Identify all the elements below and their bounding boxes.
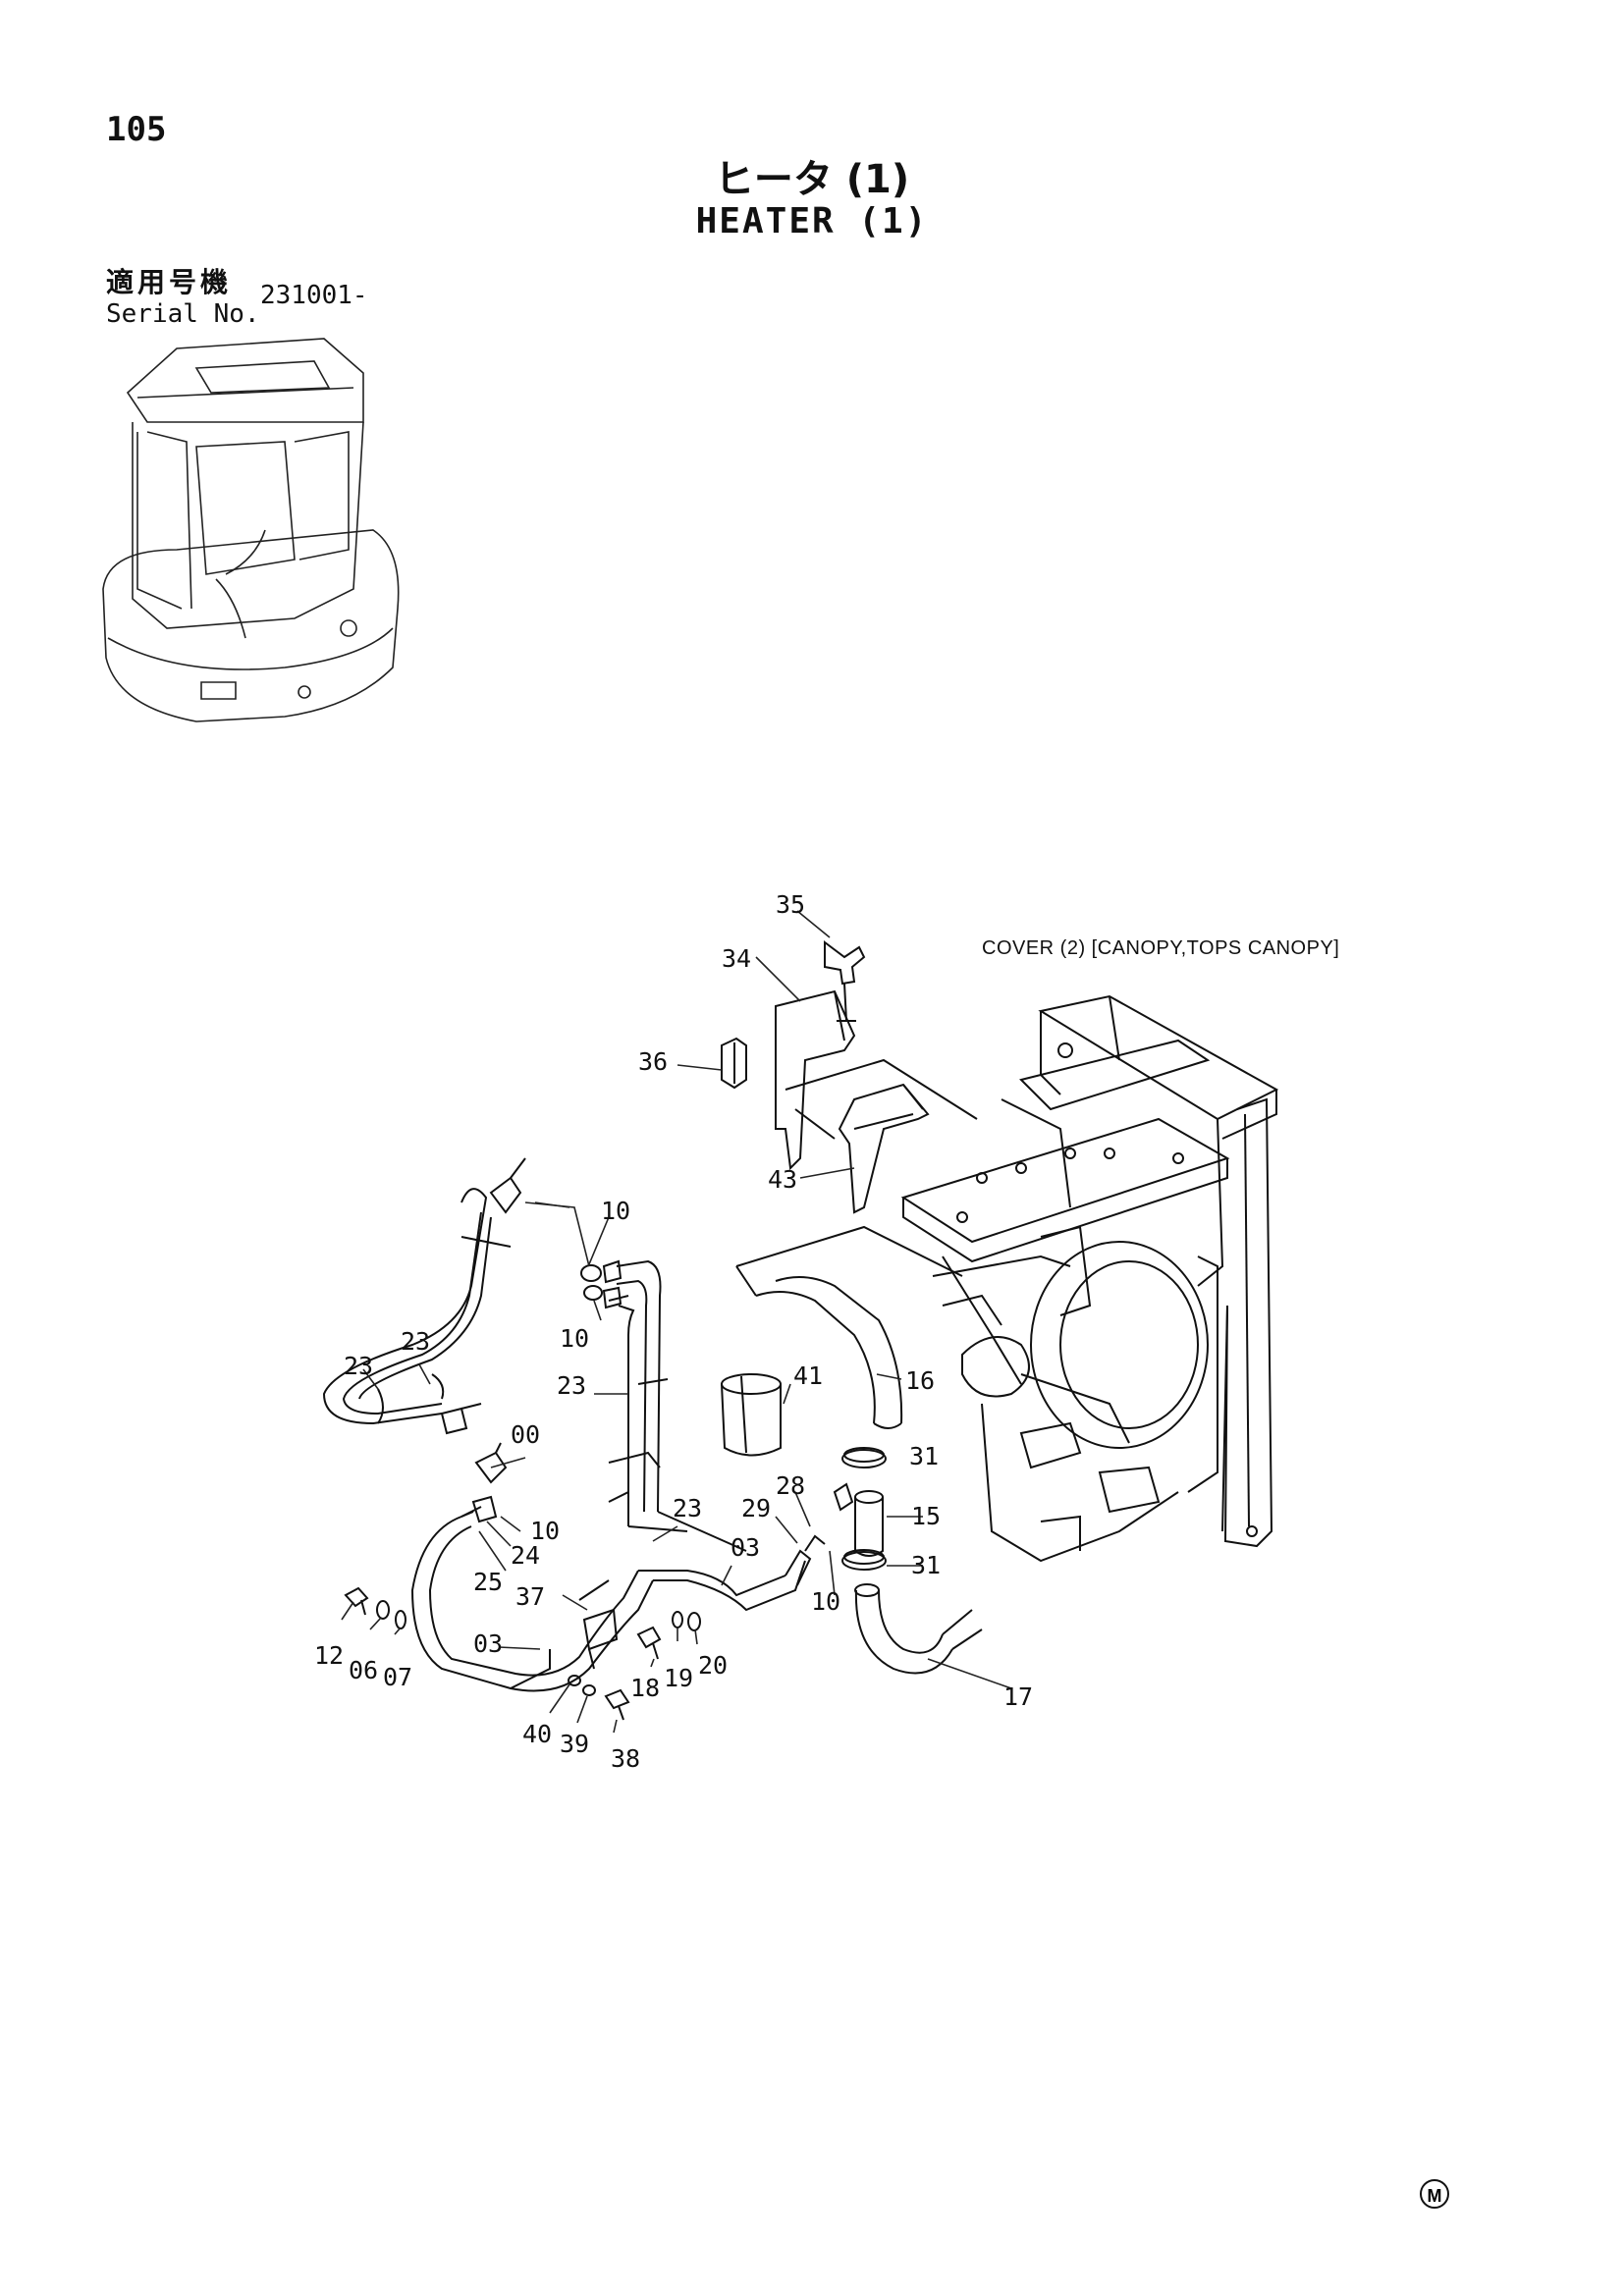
elbow-fitting-00 <box>474 1442 508 1484</box>
page-number: 105 <box>106 110 167 149</box>
part-17-hose <box>854 1583 983 1675</box>
part-43-bracket <box>838 1083 930 1214</box>
part-label: 38 <box>611 1744 640 1773</box>
part-label: 03 <box>731 1533 760 1562</box>
part-label: 41 <box>793 1362 823 1390</box>
part-label: 24 <box>511 1541 540 1570</box>
part-label: 16 <box>905 1366 935 1395</box>
cover-reference-note: COVER (2) [CANOPY,TOPS CANOPY] <box>982 937 1340 959</box>
part-31-clamp-upper <box>841 1447 887 1468</box>
part-41-sleeve <box>721 1373 782 1457</box>
heater-unit-frame <box>900 994 1279 1563</box>
page-title-english: HEATER (1) <box>695 201 929 241</box>
part-label: 37 <box>515 1582 545 1611</box>
part-label: 10 <box>560 1324 589 1353</box>
page-title-japanese: ヒータ (1) <box>714 157 910 202</box>
part-label: 25 <box>473 1568 503 1596</box>
part-37-bracket <box>582 1608 619 1670</box>
part-label: 00 <box>511 1420 540 1449</box>
part-label: 19 <box>664 1664 693 1692</box>
hose-lower-loop <box>410 1506 826 1692</box>
serial-number-value: 231001- <box>260 281 368 310</box>
part-label: 12 <box>314 1641 344 1670</box>
part-label: 23 <box>344 1352 373 1380</box>
part-label: 23 <box>673 1494 702 1522</box>
serial-label-english: Serial No. <box>106 299 260 329</box>
part-label: 31 <box>909 1442 939 1470</box>
hose-vertical-center <box>580 1259 747 1552</box>
serial-label-japanese: 適用号機 <box>106 266 233 298</box>
part-label: 10 <box>530 1517 560 1545</box>
part-label: 17 <box>1003 1682 1033 1711</box>
part-label: 35 <box>776 890 805 919</box>
part-10-fitting-right <box>833 1482 854 1512</box>
fasteners-bottom <box>568 1675 630 1721</box>
part-label: 36 <box>638 1047 668 1076</box>
part-label: 39 <box>560 1730 589 1758</box>
part-label: 03 <box>473 1629 503 1658</box>
part-label: 15 <box>911 1502 941 1530</box>
part-35-wing-bolt <box>824 940 866 1022</box>
hose-clamps <box>377 1373 669 1503</box>
part-label: 10 <box>811 1587 840 1616</box>
part-number-labels: 35 34 36 43 10 10 23 23 23 41 16 00 31 1… <box>314 890 1033 1773</box>
part-15-tube <box>854 1490 884 1557</box>
part-label: 28 <box>776 1471 805 1500</box>
part-label: 10 <box>601 1197 630 1225</box>
leader-lines <box>341 910 1012 1734</box>
connector-24-25 <box>460 1495 498 1523</box>
part-label: 40 <box>522 1720 552 1748</box>
part-label: 20 <box>698 1651 728 1680</box>
fasteners-center <box>636 1611 701 1660</box>
part-label: 34 <box>722 944 751 973</box>
part-label: 18 <box>630 1674 660 1702</box>
part-31-clamp-lower <box>841 1549 887 1571</box>
part-label: 23 <box>401 1327 430 1356</box>
part-label: 06 <box>349 1656 378 1684</box>
part-label: 29 <box>741 1494 771 1522</box>
part-16-hose <box>735 1225 963 1429</box>
part-label: 07 <box>383 1663 412 1691</box>
part-label: 31 <box>911 1551 941 1579</box>
footer-mark: M <box>1420 2179 1449 2209</box>
hose-loop-left <box>322 1157 526 1435</box>
part-36-clip <box>721 1037 747 1090</box>
part-34-bracket <box>775 989 978 1171</box>
part-label: 23 <box>557 1371 586 1400</box>
part-label: 43 <box>768 1165 797 1194</box>
